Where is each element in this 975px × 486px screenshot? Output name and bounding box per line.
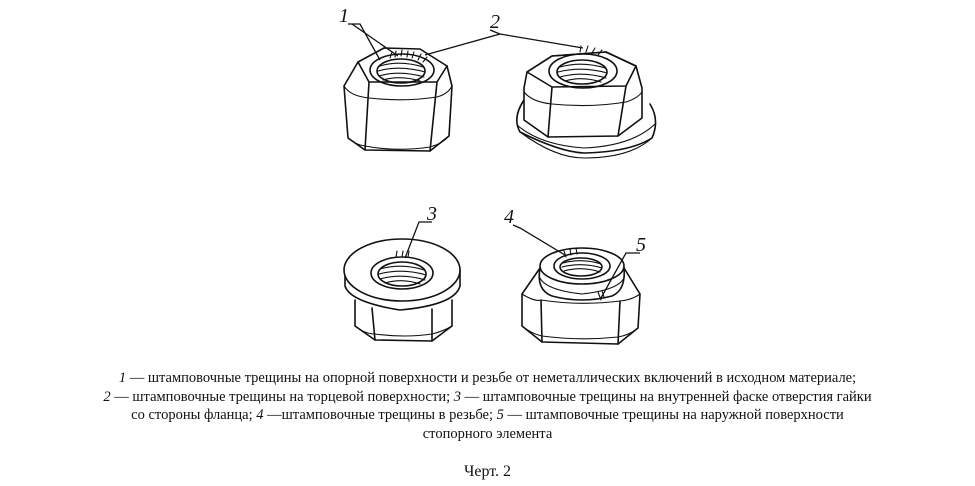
caption-line-1: 1 — штамповочные трещины на опорной пове… <box>0 369 975 388</box>
caption-item-3-text-cont: со стороны фланца; <box>131 407 257 423</box>
lock-nut-drawing <box>521 247 641 345</box>
caption-line-2: 2 — штамповочные трещины на торцевой пов… <box>0 388 975 407</box>
caption-item-5-text-cont: стопорного элемента <box>422 425 553 442</box>
nut-drawings: 1 2 3 4 5 <box>339 5 657 345</box>
caption-line-3: со стороны фланца; 4 —штамповочные трещи… <box>0 406 975 425</box>
caption-item-4-number: 4 <box>256 407 264 423</box>
flange-nut-drawing <box>516 45 657 159</box>
callout-4: 4 <box>504 206 514 228</box>
caption-line-4: стопорного элемента <box>0 425 975 444</box>
caption-item-5-number: 5 <box>496 407 504 423</box>
caption-item-3-number: 3 <box>453 388 461 405</box>
caption-item-1-text: — штамповочные трещины на опорной поверх… <box>126 370 857 386</box>
callout-leaders <box>348 23 640 299</box>
caption-item-2-number: 2 <box>103 388 111 405</box>
caption-item-3-text: — штамповочные трещины на внутренней фас… <box>460 388 872 405</box>
caption-item-4-text: —штамповочные трещины в резьбе; <box>263 407 497 423</box>
flange-face-nut-drawing <box>343 238 461 342</box>
caption-item-2-text: — штамповочные трещины на торцевой повер… <box>110 388 454 405</box>
callout-5: 5 <box>636 234 646 256</box>
hex-nut-drawing <box>343 47 453 152</box>
figure-caption: 1 — штамповочные трещины на опорной пове… <box>0 369 975 443</box>
figure-number: Черт. 2 <box>463 463 512 480</box>
callout-2: 2 <box>490 11 500 33</box>
callout-1: 1 <box>339 5 349 27</box>
caption-item-1-number: 1 <box>118 370 127 386</box>
callout-3: 3 <box>426 203 437 225</box>
caption-item-5-text: — штамповочные трещины на наружной повер… <box>503 407 844 423</box>
